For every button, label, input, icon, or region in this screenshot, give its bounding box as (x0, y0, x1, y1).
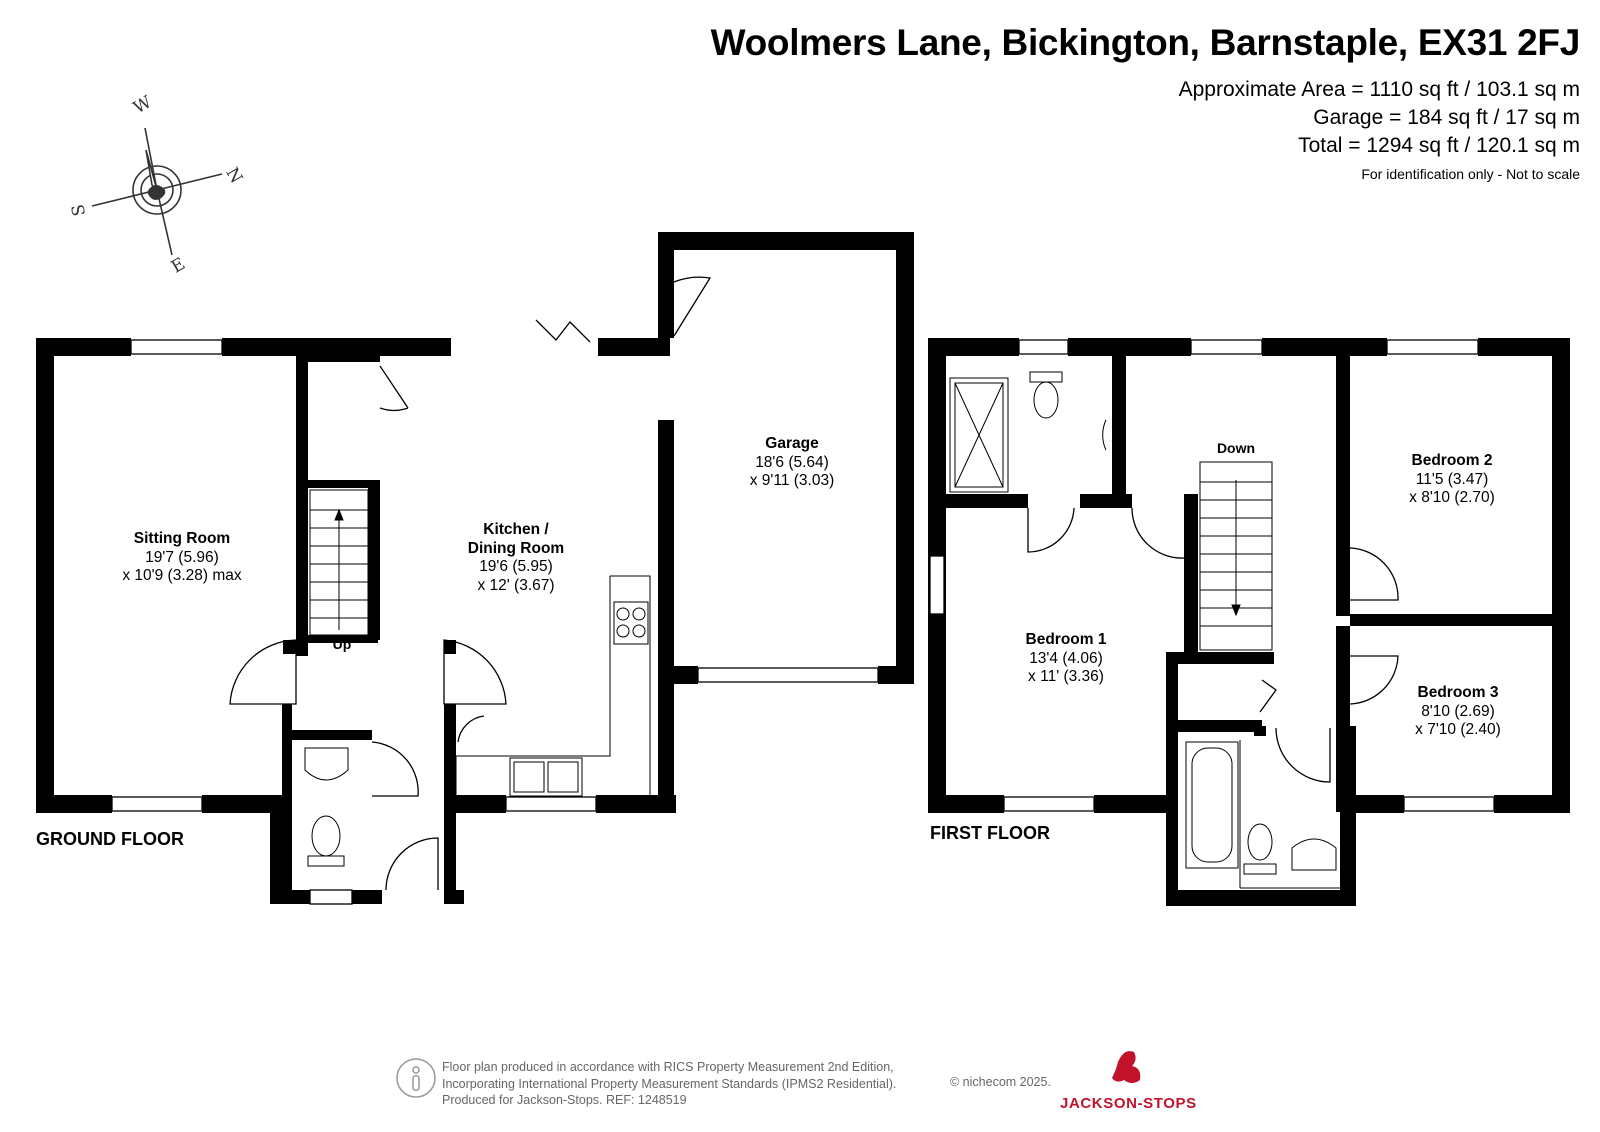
footer-info-icon (396, 1058, 436, 1098)
footer-line: Produced for Jackson-Stops. REF: 1248519 (442, 1093, 687, 1107)
room-name: Bedroom 3 (1417, 684, 1499, 701)
room-name: Dining Room (467, 539, 565, 557)
ground-floor-walls (36, 232, 914, 904)
bedroom3-label: Bedroom 3 8'10 (2.69) x 7'10 (2.40) (1415, 684, 1501, 740)
room-name: Kitchen / (483, 521, 549, 538)
compass-rose (91, 127, 223, 256)
footer-notes: Floor plan produced in accordance with R… (442, 1059, 896, 1109)
compass-n: N (221, 164, 246, 187)
stairs-down-label: Down (1216, 440, 1256, 456)
room-dimension: 13'4 (4.06) (1029, 649, 1103, 667)
ground-floor-stairs (309, 489, 369, 636)
first-floor-label: FIRST FLOOR (930, 823, 1050, 843)
compass-e: E (168, 254, 189, 278)
approximate-area: Approximate Area = 1110 sq ft / 103.1 sq… (1178, 78, 1580, 101)
room-name: Bedroom 2 (1411, 452, 1493, 469)
property-address: Woolmers Lane, Bickington, Barnstaple, E… (710, 22, 1581, 63)
room-dimension: 19'7 (5.96) (145, 548, 219, 566)
first-floor-walls (928, 338, 1570, 906)
garage-area: Garage = 184 sq ft / 17 sq m (1313, 106, 1580, 129)
ground-floor-windows (111, 339, 879, 905)
footer-line: Floor plan produced in accordance with R… (442, 1060, 894, 1074)
room-name: Sitting Room (133, 530, 231, 547)
bathroom-fittings (949, 371, 1340, 889)
first-floor-stairs (1199, 461, 1273, 651)
room-dimension: 11'5 (3.47) (1415, 470, 1489, 488)
total-area: Total = 1294 sq ft / 120.1 sq m (1298, 134, 1580, 157)
room-name: Bedroom 1 (1025, 631, 1107, 648)
compass-w: W (130, 92, 156, 118)
ground-floor-label: GROUND FLOOR (36, 829, 184, 849)
room-dimension: x 9'11 (3.03) (749, 472, 835, 489)
wc-fittings (304, 747, 349, 867)
brand-name: JACKSON-STOPS (1060, 1095, 1197, 1112)
kitchen-fittings (455, 575, 651, 806)
room-name: Garage (765, 435, 819, 452)
room-dimension: x 12' (3.67) (477, 576, 555, 594)
kitchen-label: Kitchen / Dining Room 19'6 (5.95) x 12' … (468, 521, 564, 595)
room-dimension: x 7'10 (2.40) (1415, 721, 1501, 738)
room-dimension: x 11' (3.36) (1028, 668, 1104, 685)
copyright: © nichecom 2025. (950, 1075, 1051, 1089)
stairs-up-label: Up (332, 636, 352, 652)
first-floor-windows (929, 339, 1495, 812)
sitting-room-label: Sitting Room 19'7 (5.96) x 10'9 (3.28) m… (122, 530, 241, 586)
bedroom2-label: Bedroom 2 11'5 (3.47) x 8'10 (2.70) (1409, 452, 1495, 508)
footer-line: Incorporating International Property Mea… (442, 1076, 897, 1091)
first-floor-doors (1027, 507, 1399, 783)
bedroom1-label: Bedroom 1 13'4 (4.06) x 11' (3.36) (1026, 631, 1107, 687)
room-dimension: x 8'10 (2.70) (1409, 489, 1495, 506)
room-dimension: 8'10 (2.69) (1421, 702, 1495, 720)
room-dimension: 18'6 (5.64) (755, 453, 829, 471)
jackson-stops-logo-icon (1112, 1051, 1141, 1083)
compass-s: S (68, 203, 90, 218)
room-dimension: x 10'9 (3.28) max (122, 567, 242, 584)
room-dimension: 19'6 (5.95) (479, 558, 553, 575)
garage-label: Garage 18'6 (5.64) x 9'11 (3.03) (750, 435, 835, 491)
ground-floor-doors (229, 276, 712, 891)
disclaimer: For identification only - Not to scale (1361, 166, 1580, 182)
